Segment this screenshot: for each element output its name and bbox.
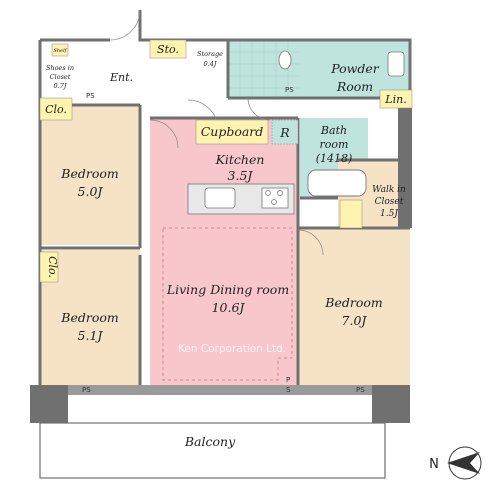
- wall-column-right-upper: [398, 100, 412, 228]
- balcony-label: Balcony: [184, 434, 236, 449]
- door-swings: [109, 9, 324, 256]
- tag-cupboard: [195, 119, 269, 145]
- storage-size: 0.4J: [204, 60, 217, 68]
- balcony-rail: [39, 422, 386, 479]
- ps-label: P: [286, 376, 290, 384]
- ps-label: PS: [82, 386, 91, 394]
- tag-shelf: [51, 43, 69, 57]
- compass-arrow-icon: [447, 452, 480, 474]
- living-name: Living Dining room: [166, 282, 289, 297]
- ps-label: S: [286, 386, 291, 394]
- shoes-line2: Closet: [50, 73, 71, 81]
- living-size: 10.6J: [212, 300, 246, 315]
- refrigerator-label: R: [279, 125, 289, 140]
- kitchen-size: 3.5J: [228, 168, 254, 183]
- ps-label: PS: [86, 92, 95, 100]
- tag-sto: [149, 39, 187, 59]
- kitchen-name: Kitchen: [215, 152, 265, 167]
- bedroom-bottom-name: Bedroom: [60, 310, 118, 325]
- living-carpet-outline: [162, 227, 293, 381]
- sto-label: Sto.: [157, 43, 179, 56]
- walkin-line1: Walk in: [372, 185, 406, 195]
- tag-clo-top: [39, 97, 73, 121]
- ps-label: PS: [285, 86, 294, 94]
- bath-line1: Bath: [320, 124, 347, 137]
- bedroom-top-name: Bedroom: [60, 166, 118, 181]
- bedroom-top-size: 5.0J: [78, 184, 104, 199]
- compass-north-label: N: [429, 457, 439, 472]
- toilet: [278, 50, 292, 70]
- shoes-line3: 0.7J: [54, 82, 67, 90]
- entrance-label: Ent.: [109, 71, 133, 84]
- bedroom-right-size: 7.0J: [342, 313, 368, 328]
- wall-column-right: [372, 385, 410, 423]
- powder-room-line2: Room: [336, 79, 373, 94]
- shelf-label: Shelf: [53, 48, 67, 54]
- powder-basin: [387, 51, 405, 77]
- tag-lin: [379, 89, 413, 109]
- ps-label: PS: [356, 386, 365, 394]
- tag-clo-bottom: [39, 251, 59, 283]
- kitchen-stove: [261, 187, 289, 209]
- bedroom-top-floor: [40, 105, 140, 245]
- cupboard-label: Cupboard: [201, 124, 264, 139]
- wall-bottom-strip: [68, 385, 372, 395]
- walkin-line2: Closet: [375, 197, 404, 207]
- bedroom-bottom-size: 5.1J: [78, 328, 104, 343]
- walkin-line3: 1.5J: [380, 209, 399, 219]
- clo-bottom-label: Clo.: [46, 256, 59, 278]
- tag-refrigerator: [271, 119, 299, 145]
- kitchen-sink: [204, 187, 236, 209]
- tag-walkin-clo: [339, 199, 363, 229]
- powder-room-floor: [228, 40, 410, 98]
- bedroom-right-name: Bedroom: [324, 295, 382, 310]
- lin-label: Lin.: [384, 93, 406, 106]
- clo-top-label: Clo.: [45, 103, 67, 116]
- bathtub: [307, 169, 367, 197]
- watermark: Ken Corporation Ltd.: [178, 343, 286, 355]
- powder-room-line1: Powder: [330, 61, 380, 76]
- bedroom-right-floor: [298, 228, 410, 385]
- storage-name: Storage: [197, 50, 223, 58]
- compass: [447, 446, 482, 480]
- bath-line2: room: [320, 138, 349, 151]
- shoes-line1: Shoes in: [46, 64, 74, 72]
- wall-column-left: [30, 385, 68, 423]
- bath-line3: (1418): [316, 152, 353, 165]
